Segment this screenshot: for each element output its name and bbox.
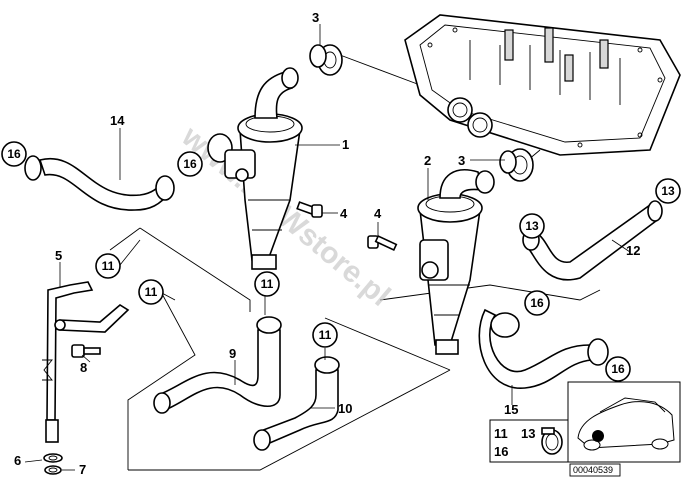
callout-10: 10 xyxy=(338,401,352,416)
svg-text:13: 13 xyxy=(661,184,675,198)
callout-12: 12 xyxy=(626,243,640,258)
clamp-label-11: 11 xyxy=(494,426,508,441)
callout-5: 5 xyxy=(55,248,62,263)
svg-text:16: 16 xyxy=(183,157,197,171)
hose-lower-right xyxy=(478,308,609,389)
leader-lines xyxy=(24,24,631,471)
oil-separator-right xyxy=(417,169,495,355)
callout-4-upper: 4 xyxy=(340,206,348,221)
svg-text:11: 11 xyxy=(145,285,158,299)
circled-callout-16-hose15-top: 16 xyxy=(524,290,550,316)
hose-10 xyxy=(253,356,340,451)
dipstick-guide-tube xyxy=(42,281,130,443)
callout-4-lower: 4 xyxy=(374,206,382,221)
circled-callout-11-tube: 11 xyxy=(138,279,164,305)
callout-7: 7 xyxy=(79,462,86,477)
oil-sump-housing xyxy=(404,14,681,156)
hose-upper-left xyxy=(24,155,175,211)
svg-text:16: 16 xyxy=(611,362,625,376)
circled-callout-11-hose10: 11 xyxy=(312,322,338,348)
svg-text:16: 16 xyxy=(530,296,544,310)
bolt-upper xyxy=(296,201,323,218)
circled-callout-13-left: 13 xyxy=(519,213,545,239)
grommet-lower xyxy=(499,148,534,182)
washer-7 xyxy=(44,465,62,475)
grommet-upper xyxy=(309,44,343,76)
circled-callout-16-mid: 16 xyxy=(177,151,203,177)
callout-3-lower: 3 xyxy=(458,153,465,168)
callout-2: 2 xyxy=(424,153,431,168)
vehicle-locator-box xyxy=(567,381,681,463)
svg-text:11: 11 xyxy=(319,328,332,342)
circled-callout-11-dipstick: 11 xyxy=(95,253,121,279)
location-marker-icon xyxy=(592,430,604,442)
clamp-label-16: 16 xyxy=(494,444,508,459)
callout-9: 9 xyxy=(229,346,236,361)
callout-14: 14 xyxy=(110,113,125,128)
hose-9 xyxy=(153,316,282,414)
callout-15: 15 xyxy=(504,402,518,417)
circled-callout-11-hose9: 11 xyxy=(254,271,280,297)
bolt-8 xyxy=(71,344,101,358)
oil-separator-left xyxy=(207,67,303,270)
callout-6: 6 xyxy=(14,453,21,468)
hose-clamp-icon xyxy=(541,427,563,455)
callout-3-upper: 3 xyxy=(312,10,319,25)
callout-1: 1 xyxy=(342,137,349,152)
reference-number: 00040539 xyxy=(573,465,613,475)
bolt-lower xyxy=(367,234,398,252)
circled-callout-16-hose15-bottom: 16 xyxy=(605,356,631,382)
washer-6 xyxy=(43,453,63,463)
circled-callout-13-right: 13 xyxy=(655,178,681,204)
svg-text:11: 11 xyxy=(261,277,274,291)
svg-text:16: 16 xyxy=(7,147,21,161)
hose-right xyxy=(522,200,663,281)
clamp-reference-box: 11 13 16 xyxy=(489,419,571,463)
clamp-label-13: 13 xyxy=(521,426,535,441)
svg-text:13: 13 xyxy=(525,219,539,233)
svg-text:11: 11 xyxy=(102,259,115,273)
circled-callout-16-left: 16 xyxy=(1,141,27,167)
callout-8: 8 xyxy=(80,360,87,375)
